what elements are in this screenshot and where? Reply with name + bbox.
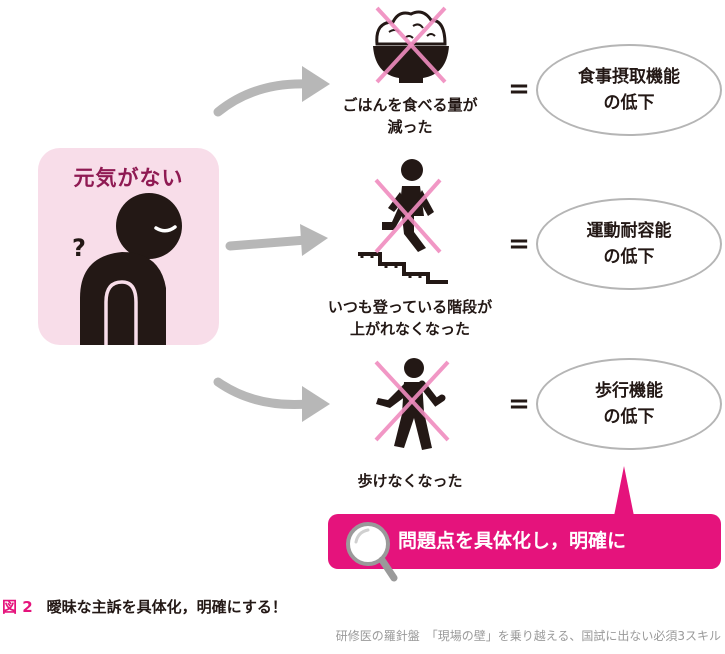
result-label-1: 食事摂取機能 の低下 [578, 67, 680, 113]
cross-mark-icon [375, 6, 447, 84]
equals-sign-1: = [508, 74, 530, 104]
cross-mark-icon [374, 178, 442, 254]
figure-caption: 図 2 曖昧な主訴を具体化，明確にする！ [2, 596, 287, 617]
figure-source: 研修医の羅針盤 「現場の壁」を乗り越える、国試に出ない必須3スキル [335, 629, 721, 643]
question-mark: ? [72, 234, 86, 262]
row-1-caption: ごはんを食べる量が 減った [342, 96, 478, 136]
figure-number: 図 2 [2, 598, 33, 616]
row-3-caption: 歩けなくなった [357, 472, 463, 490]
arrow-top-icon [213, 66, 330, 117]
equals-sign-3: = [508, 389, 530, 419]
figure-caption-text: 曖昧な主訴を具体化，明確にする！ [46, 598, 287, 616]
walking-person-icon [374, 358, 450, 450]
result-label-3: 歩行機能 の低下 [595, 381, 663, 427]
result-oval-1: 食事摂取機能 の低下 [536, 44, 722, 136]
arrow-bottom-icon [213, 377, 330, 422]
callout-box: 問題点を具体化し，明確に [328, 514, 721, 569]
result-oval-3: 歩行機能 の低下 [536, 358, 722, 450]
rice-bowl-icon [373, 6, 449, 84]
cross-mark-icon [374, 360, 450, 442]
arrows-group [213, 66, 330, 422]
callout-pointer [614, 466, 634, 516]
panel-title: 元気がない [73, 166, 184, 190]
result-oval-2: 運動耐容能 の低下 [536, 198, 722, 290]
callout-text: 問題点を具体化し，明確に [398, 530, 627, 552]
tired-person-icon [80, 193, 182, 345]
row-2-caption: いつも登っている階段が 上がれなくなった [327, 298, 493, 338]
equals-sign-2: = [508, 229, 530, 259]
stairs-climbing-icon [358, 159, 448, 284]
magnifier-icon [346, 522, 398, 582]
result-label-2: 運動耐容能 の低下 [586, 221, 672, 267]
arrow-middle-icon [225, 224, 328, 256]
person-panel: 元気がない ? [38, 148, 219, 345]
